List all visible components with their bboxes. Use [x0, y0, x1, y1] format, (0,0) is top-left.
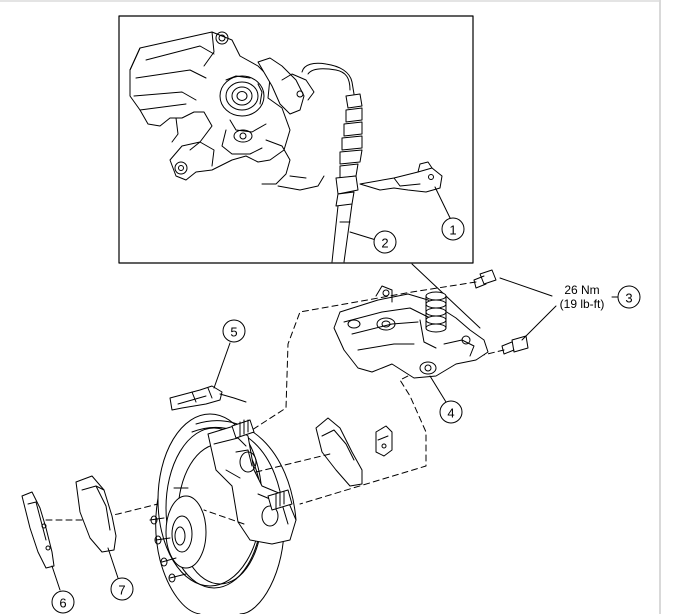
- brake-caliper-assembly: [333, 285, 489, 379]
- outer-abutment-clip: [375, 425, 393, 457]
- clip-path-lower: [203, 509, 245, 525]
- leader-7: [107, 547, 119, 579]
- bracket-guide-pins: [231, 419, 293, 511]
- leader-5: [213, 342, 231, 389]
- upper-bolt-path: [251, 281, 477, 431]
- inset-return-spring: [219, 75, 267, 155]
- callout-6-label: 6: [59, 596, 66, 611]
- callout-3-circle: [617, 285, 641, 309]
- torque-leader-lower: [521, 305, 557, 341]
- inset-cable-lever: [257, 57, 325, 191]
- page-top-border: [0, 0, 659, 2]
- leader-6: [51, 565, 61, 591]
- callout-4-circle: [439, 400, 463, 424]
- callout-1-circle: [441, 217, 465, 241]
- lower-bracket-bolt: [501, 335, 529, 355]
- caliper-mounting-bracket: [207, 425, 297, 545]
- page-right-border: [659, 0, 661, 614]
- callout-5-circle: [222, 319, 246, 343]
- leader-1: [434, 186, 453, 223]
- callout-2-circle: [373, 230, 397, 254]
- outboard-brake-pad: [315, 417, 363, 487]
- torque-leader-upper: [499, 277, 553, 297]
- leader-4: [429, 375, 447, 403]
- torque-spec-metric: 26 Nm: [564, 283, 599, 297]
- inset-caliper-bracket: [129, 31, 291, 181]
- brake-pad-shim: [21, 491, 55, 569]
- callout-5-label: 5: [230, 325, 237, 340]
- callout-3-label: 3: [625, 291, 632, 306]
- callout-4-label: 4: [447, 406, 454, 421]
- callout-1-label: 1: [449, 223, 456, 238]
- callout-2-label: 2: [381, 236, 388, 251]
- inboard-brake-pad: [75, 475, 117, 553]
- caliper-return-spring: [425, 291, 447, 333]
- pad-path-upper: [255, 453, 331, 473]
- callout-7-circle: [110, 577, 134, 601]
- leader-2: [349, 231, 377, 241]
- anti-rattle-clip: [169, 385, 247, 411]
- detail-inset-frame: [118, 15, 474, 264]
- upper-bracket-bolt: [473, 269, 497, 289]
- callout-7-label: 7: [118, 583, 125, 598]
- callout-6-circle: [51, 590, 75, 614]
- inset-cable-clip: [359, 161, 443, 193]
- torque-spec-imperial: (19 lb-ft): [560, 297, 605, 311]
- inset-parking-brake-cable: [301, 62, 363, 263]
